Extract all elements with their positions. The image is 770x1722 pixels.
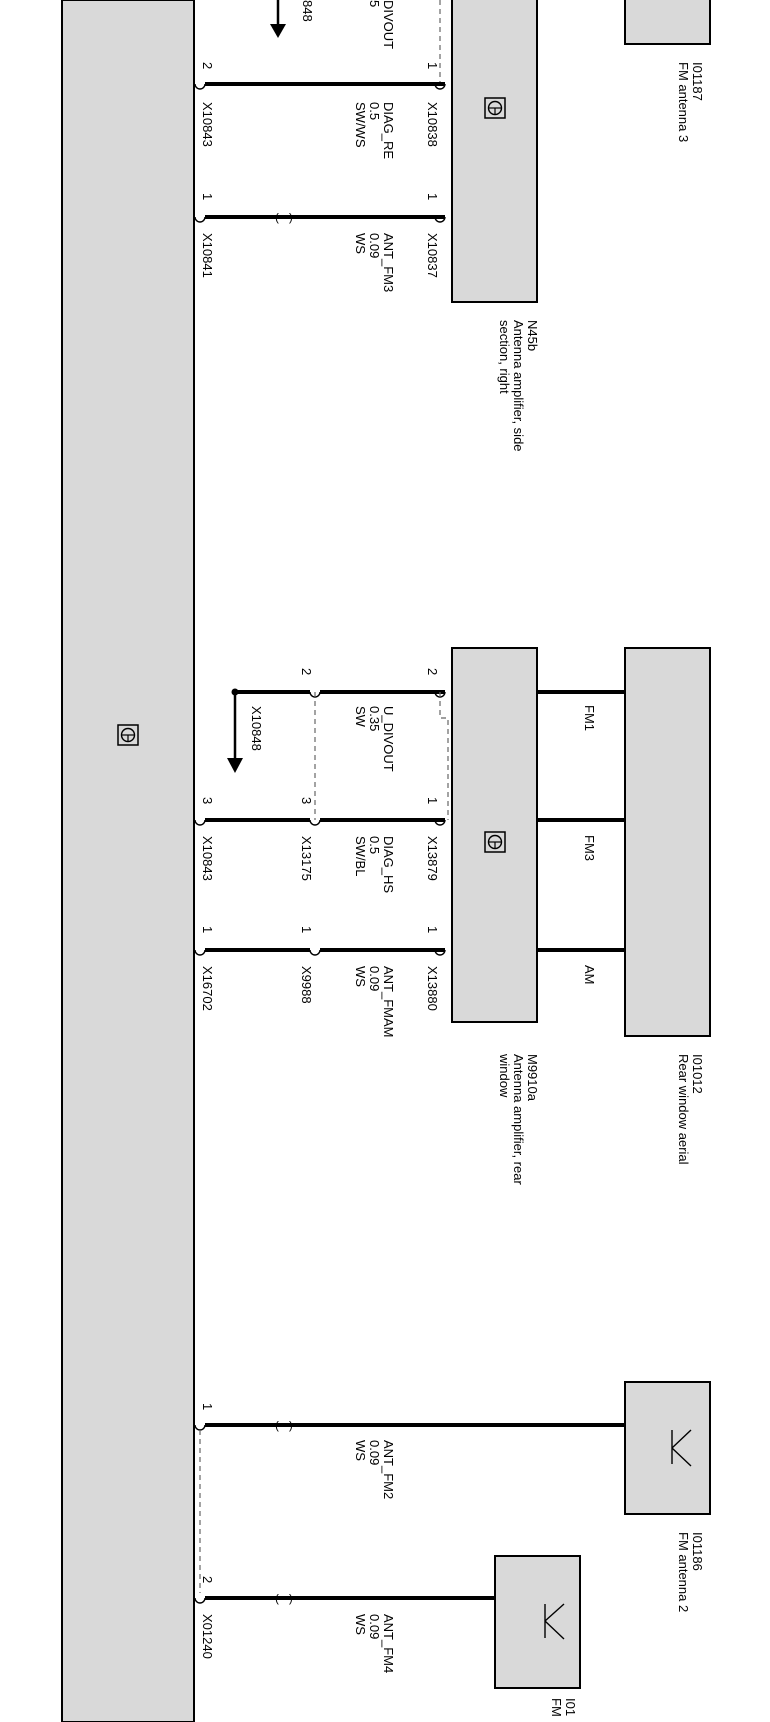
- control-unit-icon: [117, 724, 139, 746]
- amp-rear-window-icon: [484, 831, 506, 853]
- fm-antenna-3-name: FM antenna 3: [676, 62, 691, 142]
- conn-x9988: X9988: [299, 966, 314, 1004]
- pin-w4-top: 1: [425, 797, 440, 804]
- amp-rear-window-name-1: Antenna amplifier, rear: [511, 1054, 526, 1185]
- size-diag-re: 0.5: [367, 102, 382, 120]
- conn-x13880: X13880: [425, 966, 440, 1011]
- conn-x01240: X01240: [200, 1614, 215, 1659]
- conn-x10843-b: X10843: [200, 836, 215, 881]
- signal-divout-partial: DIVOUT: [381, 0, 396, 49]
- rear-window-aerial-name: Rear window aerial: [676, 1054, 691, 1165]
- pin-w1-top: 1: [425, 62, 440, 69]
- antenna-2-icon: [671, 1429, 692, 1467]
- color-diag-hs: SW/BL: [353, 836, 368, 876]
- pin-w3-bot: 2: [299, 668, 314, 675]
- size-ant-fmam: 0.09: [367, 966, 382, 991]
- conn-x10838: X10838: [425, 102, 440, 147]
- aerial-output-fm1: FM1: [582, 705, 597, 731]
- amp-rear-window-name-2: window: [497, 1053, 512, 1098]
- pin-w6-bot: 1: [200, 1403, 215, 1410]
- size-ant-fm3: 0.09: [367, 233, 382, 258]
- pin-w2-top: 1: [425, 193, 440, 200]
- color-ant-fm2: WS: [353, 1440, 368, 1461]
- control-unit-bar: [61, 0, 195, 1722]
- size-u-divout: 0.35: [367, 706, 382, 731]
- color-ant-fm3: WS: [353, 233, 368, 254]
- pin-w1-bot: 2: [200, 62, 215, 69]
- amp-rear-window-id: M9910a: [525, 1054, 540, 1102]
- antenna-4-icon: [544, 1603, 565, 1640]
- cont-848-partial: 848: [300, 0, 315, 22]
- fm-antenna-2-box: [624, 1381, 711, 1515]
- aerial-output-am: AM: [582, 965, 597, 985]
- pin-w5-top: 1: [425, 926, 440, 933]
- amp-side-right-name-1: Antenna amplifier, side: [511, 320, 526, 452]
- size-divout-partial: 5: [367, 0, 382, 7]
- signal-u-divout: U_DIVOUT: [381, 706, 396, 772]
- rear-window-aerial-id: I01012: [690, 1054, 705, 1094]
- svg-text:( ): ( ): [274, 1421, 294, 1433]
- fm-antenna-3-id: I01187: [690, 62, 705, 101]
- signal-ant-fmam: ANT_FMAM: [381, 966, 396, 1038]
- aerial-output-fm3: FM3: [582, 835, 597, 861]
- fm-antenna-2-id: I01186: [690, 1532, 705, 1571]
- signal-ant-fm4: ANT_FM4: [381, 1614, 396, 1673]
- conn-x10841: X10841: [200, 233, 215, 278]
- signal-diag-re: DIAG_RE: [381, 102, 396, 159]
- fm-antenna-3-box: [624, 0, 711, 45]
- amp-side-right-name-2: section, right: [497, 320, 512, 394]
- cont-x10848: X10848: [249, 706, 264, 751]
- pin-w4-bot: 3: [200, 797, 215, 804]
- fm-antenna-4-name: FM: [549, 1698, 564, 1717]
- pin-w4-mid: 3: [299, 797, 314, 804]
- size-ant-fm4: 0.09: [367, 1614, 382, 1639]
- svg-text:( ): ( ): [274, 213, 294, 225]
- rear-window-aerial-box: [624, 647, 711, 1037]
- fm-antenna-4-box: [494, 1555, 581, 1689]
- fm-antenna-2-name: FM antenna 2: [676, 1532, 691, 1612]
- conn-x10837: X10837: [425, 233, 440, 278]
- signal-diag-hs: DIAG_HS: [381, 836, 396, 893]
- size-ant-fm2: 0.09: [367, 1440, 382, 1465]
- conn-x16702: X16702: [200, 966, 215, 1011]
- amp-side-right-icon: [484, 97, 506, 119]
- amp-side-right-id: N45b: [525, 320, 540, 351]
- color-ant-fmam: WS: [353, 966, 368, 987]
- pin-w3-top: 2: [425, 668, 440, 675]
- color-diag-re: SW/WS: [353, 102, 368, 148]
- pin-w7-bot: 2: [200, 1576, 215, 1583]
- signal-ant-fm2: ANT_FM2: [381, 1440, 396, 1499]
- conn-x13175: X13175: [299, 836, 314, 881]
- amp-side-right-box: [451, 0, 538, 303]
- pin-w2-bot: 1: [200, 193, 215, 200]
- pin-w5-mid: 1: [299, 926, 314, 933]
- pin-w5-bot: 1: [200, 926, 215, 933]
- svg-text:( ): ( ): [274, 1594, 294, 1606]
- conn-x13879: X13879: [425, 836, 440, 881]
- fm-antenna-4-id: I01: [563, 1698, 578, 1716]
- color-ant-fm4: WS: [353, 1614, 368, 1635]
- conn-x10843-a: X10843: [200, 102, 215, 147]
- size-diag-hs: 0.5: [367, 836, 382, 854]
- color-u-divout: SW: [353, 706, 368, 728]
- signal-ant-fm3: ANT_FM3: [381, 233, 396, 292]
